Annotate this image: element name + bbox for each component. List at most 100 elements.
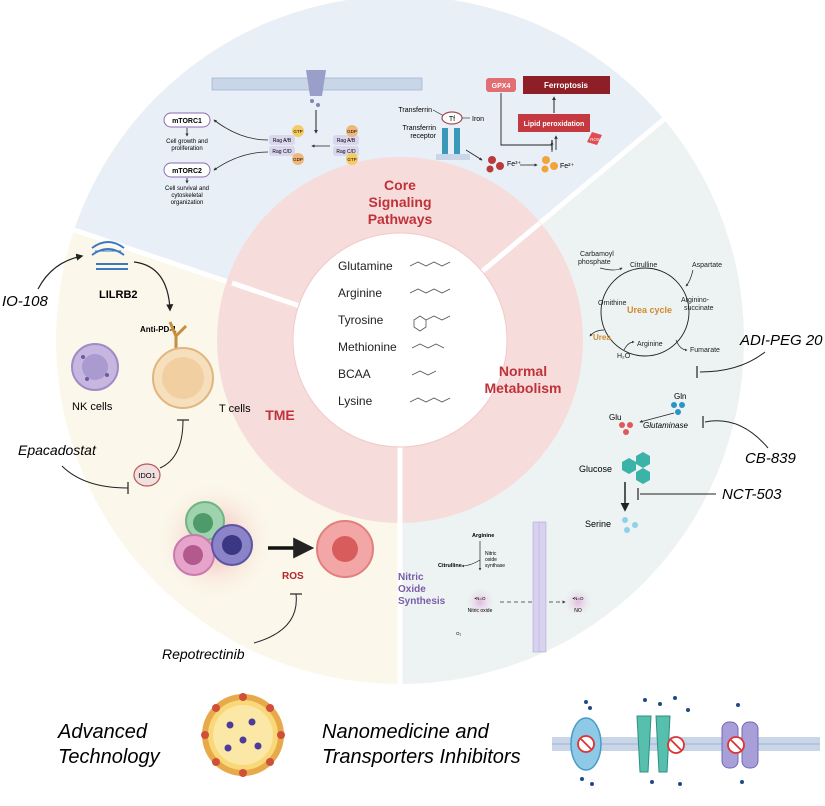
svg-text:GPX4: GPX4 — [492, 83, 511, 90]
svg-text:Metabolism: Metabolism — [484, 380, 561, 396]
amino-tyrosine: Tyrosine — [338, 313, 384, 327]
svg-text:organization: organization — [171, 200, 204, 206]
amino-glutamine: Glutamine — [338, 259, 393, 273]
svg-text:Fe³⁺: Fe³⁺ — [507, 161, 522, 168]
metabolism-title: Normal Metabolism — [484, 363, 561, 396]
nk-label: NK cells — [72, 401, 113, 413]
svg-text:succinate: succinate — [684, 305, 714, 312]
drug-adi-peg20: ADI-PEG 20 — [739, 332, 823, 349]
svg-text:GDP: GDP — [347, 129, 357, 134]
core-title: Core Signaling Pathways — [368, 177, 433, 227]
transporter-membrane — [552, 696, 820, 786]
amino-methionine: Methionine — [338, 340, 397, 354]
svg-text:ROS: ROS — [590, 137, 600, 142]
svg-text:Tf: Tf — [449, 116, 455, 123]
svg-text:oxide: oxide — [485, 557, 497, 563]
svg-text:•N=O: •N=O — [475, 596, 486, 601]
svg-text:GTP: GTP — [293, 129, 302, 134]
drug-cb839: CB-839 — [745, 450, 797, 467]
svg-text:Transferrin: Transferrin — [398, 107, 432, 114]
svg-text:Oxide: Oxide — [398, 584, 426, 595]
ros-label: ROS — [282, 571, 304, 582]
svg-text:Core: Core — [384, 177, 416, 193]
nanoparticle-icon — [201, 693, 285, 777]
gpx4-box — [486, 78, 516, 92]
svg-text:Arginine: Arginine — [472, 533, 494, 539]
svg-text:mTORC2: mTORC2 — [172, 168, 202, 175]
svg-text:Glutaminase: Glutaminase — [643, 421, 688, 430]
amino-lysine: Lysine — [338, 394, 373, 408]
rag-complex-left: Rag A/B Rag C/D GTP GDP — [269, 125, 304, 165]
ido1-icon — [133, 463, 161, 487]
svg-text:Cell survival and: Cell survival and — [165, 186, 209, 192]
drug-io108: IO-108 — [2, 293, 49, 310]
drug-nct503: NCT-503 — [722, 486, 782, 503]
svg-text:Cell growth and: Cell growth and — [166, 139, 208, 145]
svg-text:Transferrin: Transferrin — [402, 125, 436, 132]
svg-text:Rag C/D: Rag C/D — [272, 149, 292, 155]
svg-text:Nitric oxide: Nitric oxide — [468, 608, 493, 614]
svg-text:Pathways: Pathways — [368, 211, 433, 227]
ros-burst-icon — [587, 132, 602, 145]
svg-text:Carbamoyl: Carbamoyl — [580, 251, 614, 258]
nano-label-line2: Transporters Inhibitors — [322, 746, 521, 768]
svg-text:Arginino-: Arginino- — [681, 297, 710, 304]
ido1-label: IDO1 — [138, 471, 156, 480]
nk-cell-icon — [71, 343, 119, 391]
svg-text:Signaling: Signaling — [369, 194, 432, 210]
mtor-pathway: mTORC1 mTORC2 Cell growth and proliferat… — [163, 70, 423, 206]
svg-text:Ornithine: Ornithine — [598, 300, 627, 307]
amino-transporter-icon — [306, 70, 326, 96]
glutaminase-pathway: Gln Glu Glutaminase — [609, 392, 688, 435]
mtorc1-box — [163, 112, 211, 128]
svg-text:Citrulline: Citrulline — [438, 563, 462, 569]
serine-pathway: Glucose Serine — [579, 452, 650, 533]
svg-text:O₂: O₂ — [456, 631, 462, 636]
svg-text:Citrulline: Citrulline — [630, 262, 657, 269]
svg-text:mTORC1: mTORC1 — [172, 118, 202, 125]
svg-text:Rag A/B: Rag A/B — [337, 138, 356, 144]
nano-label-line1: Nanomedicine and — [322, 721, 490, 743]
svg-text:Arginine: Arginine — [637, 341, 663, 348]
antipd1-label: Anti-PD-1 — [140, 325, 177, 334]
center-circle — [292, 232, 508, 448]
svg-text:Gln: Gln — [674, 392, 686, 401]
tme-section: IO-108 LILRB2 Anti-PD-1 T cells NK cells… — [2, 241, 374, 662]
rag-complex-right: Rag A/B Rag C/D GDP GTP — [333, 125, 359, 165]
svg-text:Serine: Serine — [585, 519, 611, 529]
svg-text:Synthesis: Synthesis — [398, 596, 446, 607]
ferroptosis-box — [523, 76, 610, 94]
svg-text:NO: NO — [574, 608, 582, 614]
svg-text:Urea: Urea — [593, 333, 611, 342]
membrane-channel — [532, 521, 547, 653]
lilrb2-label: LILRB2 — [99, 289, 138, 301]
adi-inhibit-line — [699, 351, 766, 373]
svg-text:Nitric: Nitric — [485, 551, 497, 557]
svg-text:Glucose: Glucose — [579, 464, 612, 474]
advanced-label-line2: Technology — [58, 746, 161, 768]
amino-bcaa: BCAA — [338, 367, 371, 381]
drug-epacadostat: Epacadostat — [18, 442, 97, 458]
lipid-peroxidation-box — [518, 114, 590, 132]
svg-text:Aspartate: Aspartate — [692, 262, 722, 269]
svg-text:synthase: synthase — [485, 563, 505, 569]
ferroptosis-pathway: GPX4 Ferroptosis Lipid peroxidation ROS … — [398, 76, 610, 173]
svg-text:Fumarate: Fumarate — [690, 347, 720, 354]
drug-repotrectinib: Repotrectinib — [162, 646, 245, 662]
svg-text:Iron: Iron — [472, 116, 484, 123]
antibody-icon — [168, 321, 188, 348]
molecule-structures — [409, 261, 451, 403]
svg-text:Fe²⁺: Fe²⁺ — [560, 163, 575, 170]
svg-text:GTP: GTP — [347, 157, 356, 162]
svg-text:Lipid peroxidation: Lipid peroxidation — [524, 121, 585, 128]
mtorc2-box — [163, 162, 211, 178]
svg-text:•N=O: •N=O — [573, 596, 584, 601]
svg-text:GDP: GDP — [293, 157, 303, 162]
svg-text:Nitric: Nitric — [398, 572, 424, 583]
svg-text:receptor: receptor — [410, 133, 436, 140]
svg-text:Rag A/B: Rag A/B — [273, 138, 292, 144]
nitric-oxide-section: Nitric Oxide Synthesis Arginine Nitric o… — [398, 521, 594, 653]
bottom-panel: Advanced Technology Nanomedicine and Tra… — [57, 693, 820, 786]
